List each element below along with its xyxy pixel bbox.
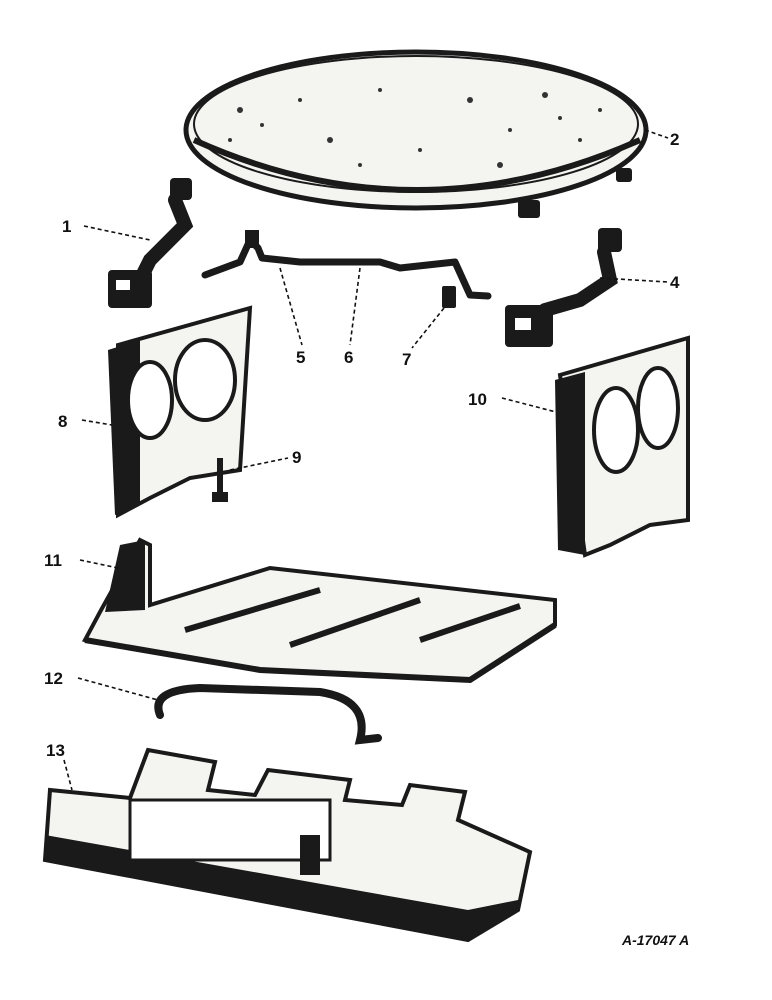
callout-11: 11 — [44, 551, 62, 570]
callout-5: 5 — [296, 348, 305, 367]
callout-10: 10 — [468, 390, 487, 409]
callout-13: 13 — [46, 741, 65, 760]
part-11-seat-platform — [81, 537, 557, 684]
part-2-seat-top — [183, 49, 649, 218]
callout-7: 7 — [402, 350, 411, 369]
callout-2: 2 — [670, 130, 679, 149]
callout-12: 12 — [44, 669, 63, 688]
callout-8: 8 — [58, 412, 67, 431]
part-5-6-support-rod — [201, 230, 492, 300]
leader-lines — [63, 129, 669, 791]
part-13-base-cradle — [42, 747, 533, 943]
callout-labels: 1 2 4 5 6 7 8 9 10 11 12 13 — [44, 130, 680, 760]
callout-4: 4 — [670, 273, 680, 292]
callout-9: 9 — [292, 448, 301, 467]
part-9-bolt — [212, 458, 228, 502]
part-10-right-side-panel — [555, 335, 690, 558]
figure-reference: A-17047 A — [621, 932, 689, 948]
part-7-clip — [442, 286, 456, 308]
part-4-right-seat-bracket — [505, 228, 622, 347]
callout-1: 1 — [62, 217, 71, 236]
part-12-strap — [154, 683, 382, 745]
part-1-left-seat-bracket — [108, 178, 194, 308]
part-8-left-side-panel — [108, 305, 253, 519]
callout-6: 6 — [344, 348, 353, 367]
